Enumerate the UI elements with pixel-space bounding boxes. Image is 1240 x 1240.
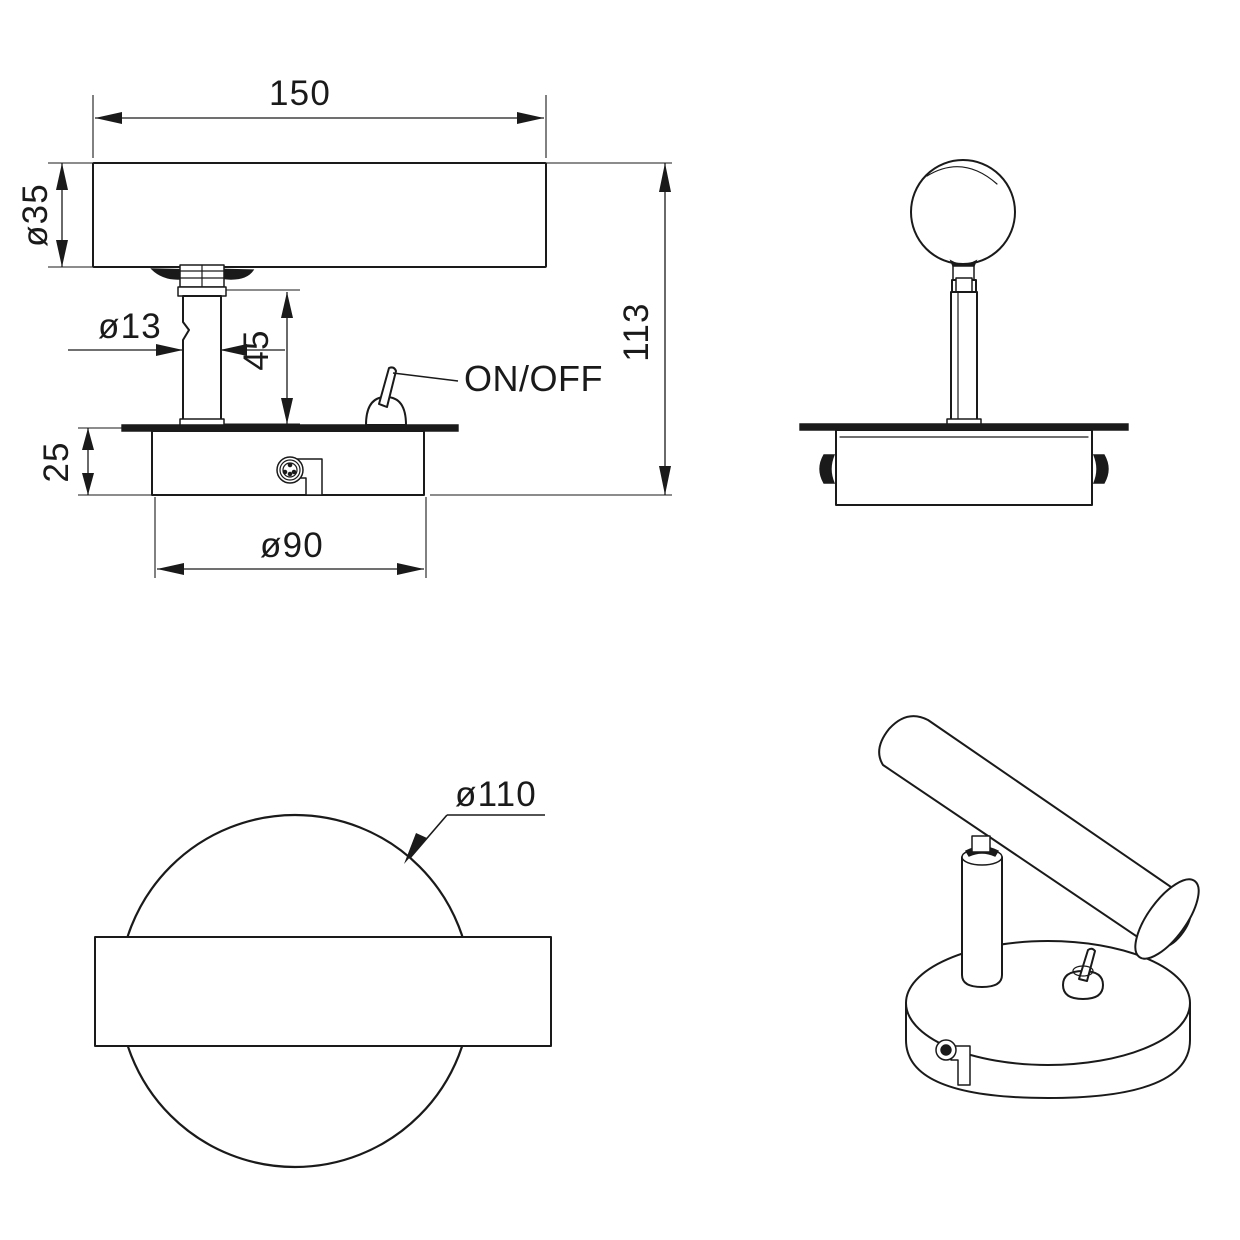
iso-stem-shaft: [961, 856, 1003, 988]
dimension-body-diameter: ø35: [16, 163, 68, 267]
arrow-bottom-d35: [56, 240, 68, 267]
iso-cable-connector: [935, 1039, 971, 1086]
iso-switch-collar: [1072, 965, 1094, 977]
base-plate-front: [799, 423, 1129, 431]
dimension-overall-height: 113: [617, 163, 671, 495]
iso-cylinder-front-face: [1134, 878, 1200, 960]
lamp-body-top-rect: [94, 936, 552, 1047]
dim-label-body-length: 150: [269, 74, 331, 113]
dim-label-base-diameter: ø90: [260, 526, 324, 565]
iso-lamp-body: [878, 715, 1200, 960]
arrow-top-113: [659, 163, 671, 192]
arrow-right-d90: [397, 563, 424, 575]
arrow-top-45: [281, 292, 293, 318]
lamp-body-side: [92, 162, 547, 268]
dimension-stem-height: 45: [220, 292, 293, 424]
arrow-45-pointer: [220, 344, 247, 356]
plate-leader-slant: [409, 814, 448, 859]
iso-cylinder-rear-edge: [878, 728, 890, 766]
arrow-left-150: [95, 112, 122, 124]
stem-front: [950, 291, 978, 425]
arrow-left-d90: [157, 563, 184, 575]
arrow-bottom-45: [281, 398, 293, 424]
base-housing-front: [835, 429, 1093, 506]
iso-toggle-switch[interactable]: [1062, 947, 1104, 1000]
switch-lever[interactable]: [378, 366, 397, 408]
swivel-joint-assembly: [150, 264, 255, 297]
toggle-switch-side[interactable]: [365, 366, 407, 426]
arrow-bottom-25: [82, 473, 94, 495]
iso-switch-lever[interactable]: [1078, 947, 1096, 982]
dim-label-overall-height: 113: [617, 302, 656, 361]
iso-stem-collar: [971, 835, 991, 853]
connector-pin-3: [291, 469, 297, 475]
side-elevation-view: 150 ø35 113 ø13 45: [16, 74, 672, 578]
arrow-right-150: [517, 112, 544, 124]
dim-label-base-height: 25: [37, 441, 76, 482]
dimension-base-height: 25: [37, 428, 94, 495]
switch-callout: ON/OFF: [392, 358, 603, 399]
swivel-collar-threads: [179, 264, 225, 288]
screw-right-line: [1097, 456, 1102, 482]
side-screw-right: [1092, 454, 1109, 484]
dimension-stem-diameter: ø13: [68, 307, 183, 356]
connector-pin-1: [287, 462, 293, 468]
side-screw-left: [819, 454, 836, 484]
plate-leader-arrow: [404, 833, 427, 864]
dimension-base-diameter: ø90: [157, 526, 424, 575]
arrow-top-d35: [56, 163, 68, 190]
dim-label-body-diameter: ø35: [16, 183, 55, 247]
switch-label: ON/OFF: [464, 358, 603, 399]
front-elevation-view: [799, 159, 1129, 506]
arrow-d13: [156, 344, 183, 356]
plate-diameter-callout: ø110: [404, 775, 545, 864]
base-plate-side: [121, 424, 459, 432]
iso-stem: [961, 835, 1003, 988]
iso-connector-core: [940, 1044, 952, 1056]
connector-pin-2: [282, 469, 288, 475]
iso-cylinder-body: [878, 715, 1192, 949]
connector-outer-ring: [276, 456, 304, 484]
lamp-head-highlight: [926, 166, 998, 185]
dim-label-plate-diameter: ø110: [455, 775, 537, 814]
screw-left-line: [826, 456, 831, 482]
arrow-bottom-113: [659, 466, 671, 495]
arrow-top-25: [82, 428, 94, 450]
stem-side: [182, 295, 222, 425]
dimension-body-length: 150: [95, 74, 544, 124]
isometric-view: [878, 715, 1200, 1099]
switch-leader-line: [392, 372, 459, 382]
connector-mid-ring: [279, 459, 301, 481]
dim-label-stem-height: 45: [237, 329, 276, 370]
top-plan-view: ø110: [94, 775, 552, 1169]
connector-pin-4: [287, 471, 293, 477]
swivel-flange: [177, 286, 227, 297]
dim-label-stem-diameter: ø13: [98, 307, 162, 346]
cable-connector-assembly: [276, 456, 323, 496]
iso-connector-bracket: [950, 1045, 971, 1086]
